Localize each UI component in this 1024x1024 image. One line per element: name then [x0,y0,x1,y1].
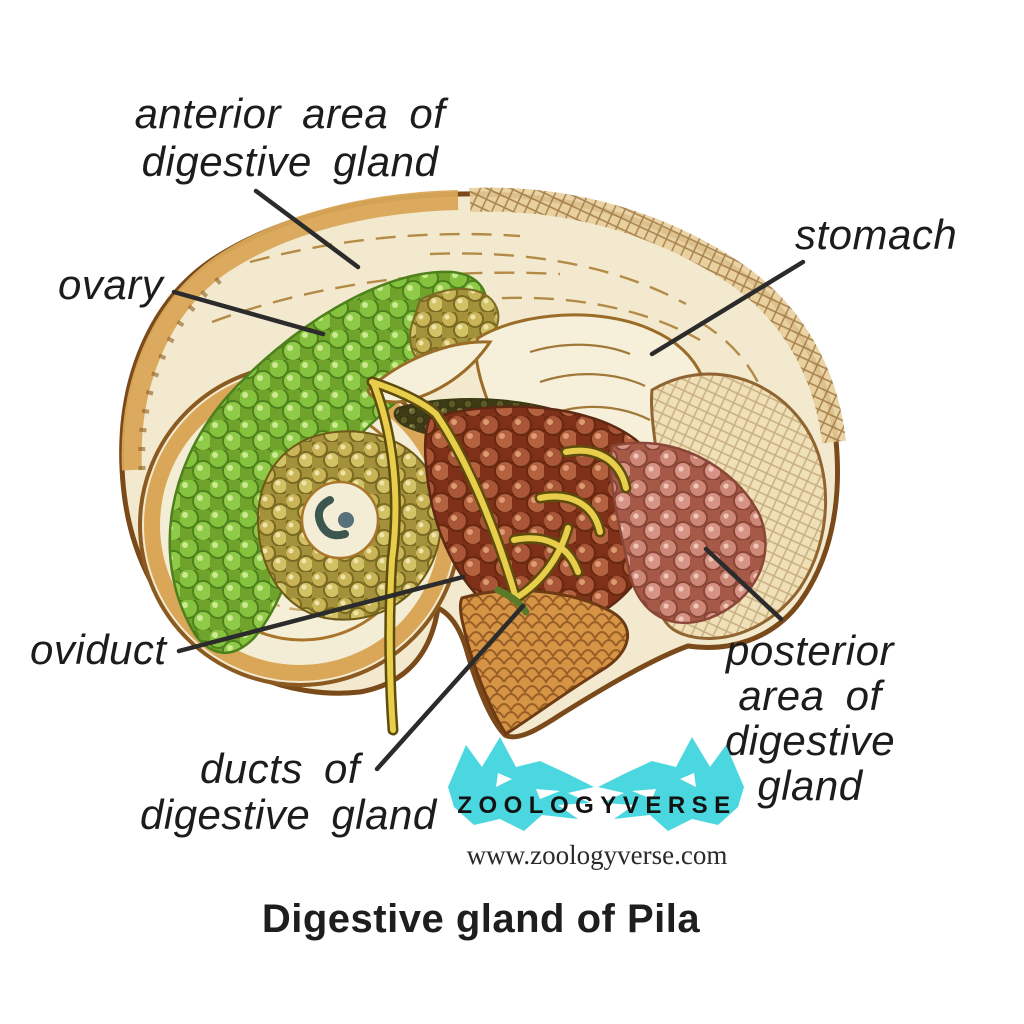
label-posterior-line3: digestive [724,717,896,764]
shell-rim-hatch-texture [469,187,846,444]
label-posterior-line2: area of [738,672,882,719]
label-ovary-text: ovary [58,261,164,308]
brand-wordmark: ZOOLOGYVERSE [457,792,737,819]
shell-rim-band [121,190,459,471]
label-anterior-line1: anterior area of [134,90,446,137]
twin-wolf-heads-icon [448,737,744,831]
leader-stomach [649,259,806,357]
label-ducts-line2: digestive gland [140,791,437,838]
label-posterior-area: posterior area of digestive gland [700,628,920,808]
leader-ovary [171,289,326,337]
label-posterior-line1: posterior [726,627,894,674]
coil-center-hook [314,496,349,540]
label-anterior-area: anterior area of digestive gland [92,90,488,186]
label-ovary: ovary [58,261,163,309]
label-stomach-text: stomach [795,211,958,258]
shell-rim-dashes [138,273,227,471]
leader-posterior [703,546,784,622]
label-posterior-line4: gland [757,762,863,809]
label-anterior-line2: digestive gland [141,138,439,185]
label-ducts-line1: ducts of [199,745,361,792]
leader-anterior [253,188,361,270]
posterior-gland-region [609,441,767,624]
label-ducts: ducts of digestive gland [140,745,437,838]
label-oviduct-text: oviduct [30,626,167,673]
label-oviduct: oviduct [30,626,167,674]
digestive-gland-region [423,405,662,630]
leader-ducts [374,603,526,772]
coil-center-dot [338,512,354,528]
duct-green-tip [494,586,530,616]
oviduct-and-ducts [369,379,629,733]
page-title: Digestive gland of Pila [261,897,701,941]
website-url: www.zoologyverse.com [466,840,728,870]
leader-oviduct [176,574,466,654]
leader-lines [171,188,806,772]
label-stomach: stomach [795,211,957,259]
